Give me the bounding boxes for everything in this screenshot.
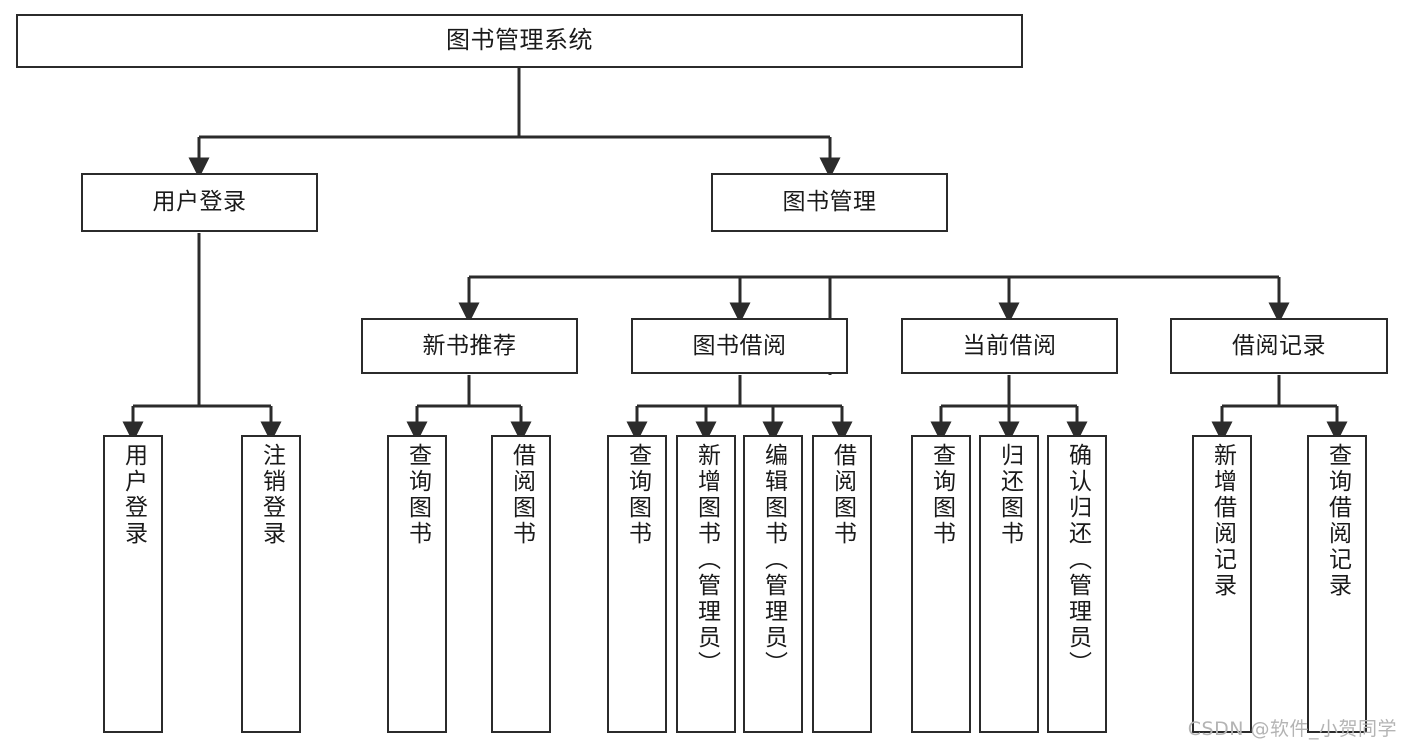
node-label: 查询图书 [404, 443, 431, 547]
node-new-book-recommend[interactable]: 新书推荐 [361, 318, 578, 374]
leaf-book-borrow-edit[interactable]: 编辑图书（管理员） [743, 435, 803, 733]
node-label: 借阅图书 [508, 443, 535, 547]
node-label: 查询图书 [624, 443, 651, 547]
node-label: 查询借阅记录 [1324, 443, 1351, 599]
node-label: 当前借阅 [962, 332, 1057, 359]
node-label: 用户登录 [152, 189, 247, 216]
node-label: 归还图书 [996, 443, 1023, 547]
node-label: 注销登录 [258, 443, 285, 547]
node-label: 编辑图书（管理员） [760, 443, 787, 677]
node-label: 新增借阅记录 [1209, 443, 1236, 599]
node-label: 新书推荐 [422, 332, 517, 359]
node-book-management[interactable]: 图书管理 [711, 173, 948, 232]
node-label: 图书借阅 [692, 332, 787, 359]
node-book-borrow[interactable]: 图书借阅 [631, 318, 848, 374]
leaf-book-borrow-query[interactable]: 查询图书 [607, 435, 667, 733]
node-user-login[interactable]: 用户登录 [81, 173, 318, 232]
node-label: 确认归还（管理员） [1064, 443, 1091, 677]
leaf-current-borrow-return[interactable]: 归还图书 [979, 435, 1039, 733]
leaf-book-borrow-add[interactable]: 新增图书（管理员） [676, 435, 736, 733]
node-label: 图书管理系统 [446, 26, 593, 55]
node-root-system[interactable]: 图书管理系统 [16, 14, 1023, 68]
leaf-borrow-record-query[interactable]: 查询借阅记录 [1307, 435, 1367, 733]
node-label: 新增图书（管理员） [693, 443, 720, 677]
leaf-new-book-borrow[interactable]: 借阅图书 [491, 435, 551, 733]
leaf-new-book-query[interactable]: 查询图书 [387, 435, 447, 733]
leaf-current-borrow-query[interactable]: 查询图书 [911, 435, 971, 733]
node-label: 图书管理 [782, 189, 877, 216]
csdn-watermark: CSDN @软件_小贺同学 [1187, 718, 1397, 740]
node-label: 查询图书 [928, 443, 955, 547]
node-label: 用户登录 [120, 443, 147, 547]
node-current-borrow[interactable]: 当前借阅 [901, 318, 1118, 374]
node-label: 借阅记录 [1232, 332, 1326, 359]
leaf-current-borrow-confirm-return[interactable]: 确认归还（管理员） [1047, 435, 1107, 733]
node-label: 借阅图书 [829, 443, 856, 547]
leaf-book-borrow-borrow[interactable]: 借阅图书 [812, 435, 872, 733]
leaf-user-login-login[interactable]: 用户登录 [103, 435, 163, 733]
node-borrow-record[interactable]: 借阅记录 [1170, 318, 1388, 374]
leaf-user-login-logout[interactable]: 注销登录 [241, 435, 301, 733]
leaf-borrow-record-add[interactable]: 新增借阅记录 [1192, 435, 1252, 733]
